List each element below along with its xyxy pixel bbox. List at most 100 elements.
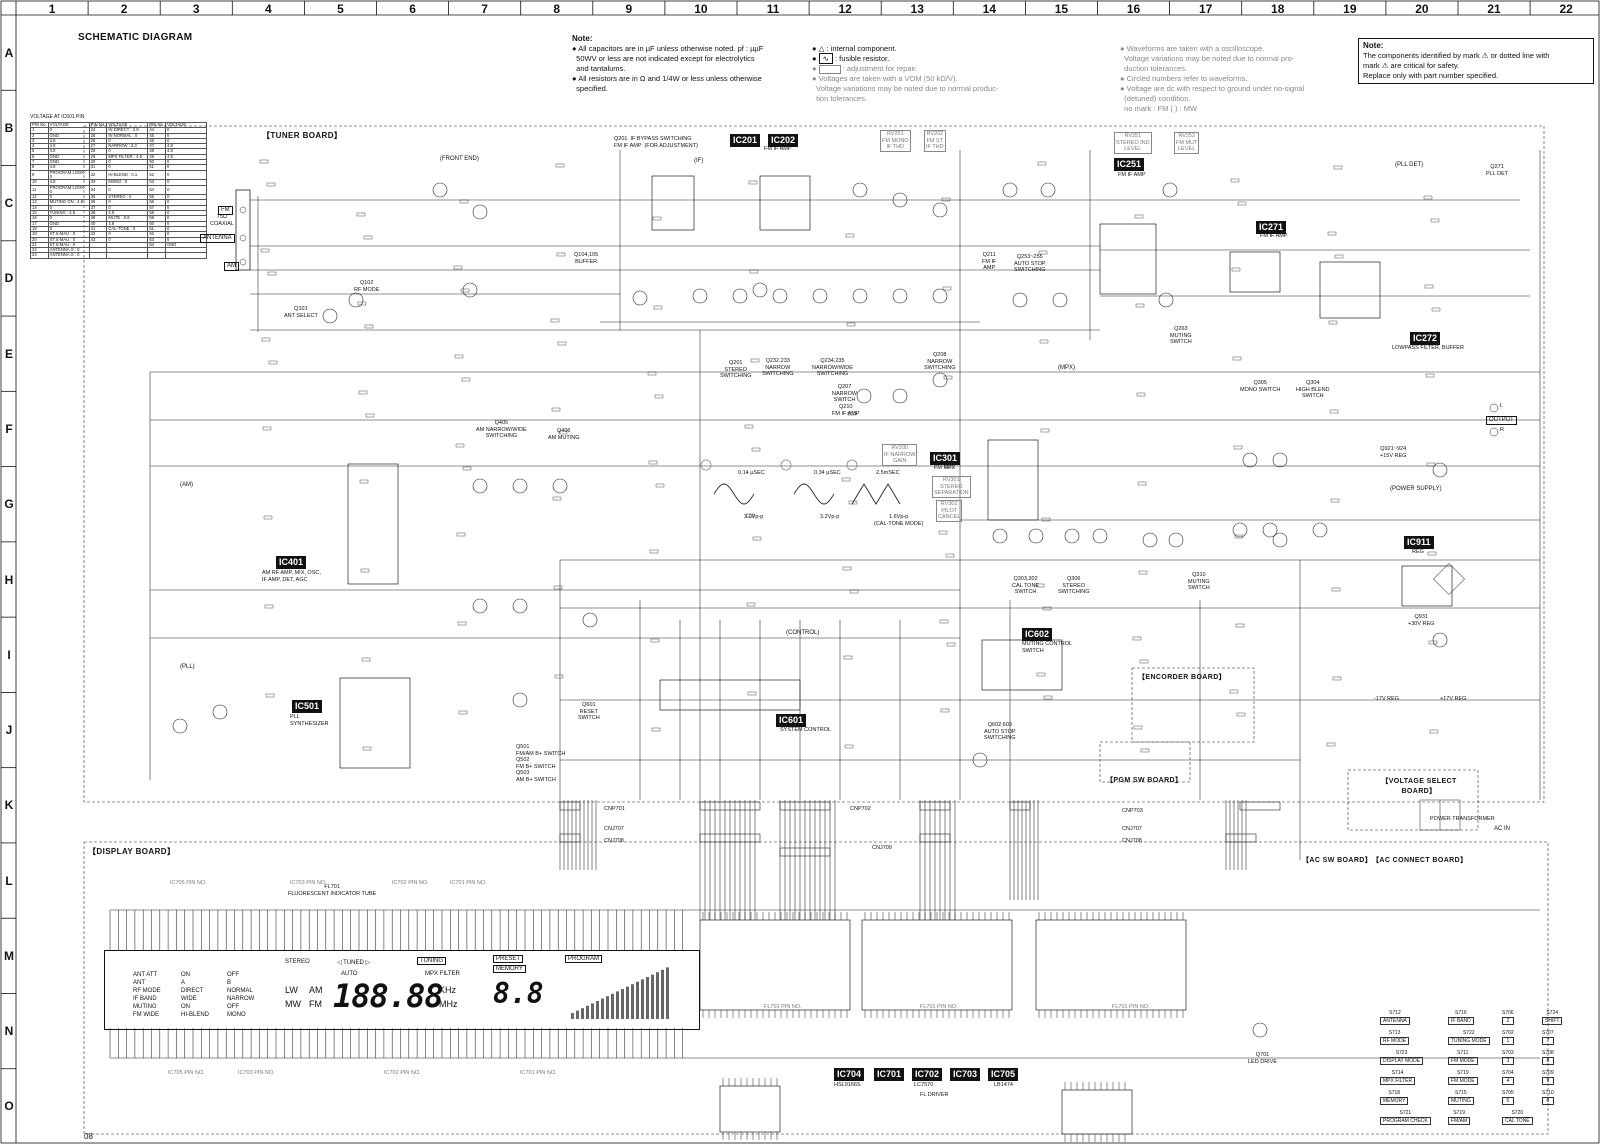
output-label: OUTPUT xyxy=(1486,416,1517,425)
q211-label: Q211 FM IF AMP xyxy=(982,252,997,271)
row-letter-I: I xyxy=(7,647,11,662)
switch-label: IF BAND xyxy=(1448,1017,1474,1025)
note-res: All resistors are in Ω and 1/4W or less … xyxy=(578,74,762,83)
meter-bar xyxy=(661,969,664,1019)
cnp702-label: CNP702 xyxy=(850,806,871,812)
q931-label: Q931 +30V REG xyxy=(1408,614,1435,627)
switch-id: S704 xyxy=(1502,1070,1514,1076)
display-row-text: ANT xyxy=(133,980,145,986)
safety-2: mark ⚠ are critical for safety. xyxy=(1363,61,1460,70)
ic301-label: IC301 xyxy=(930,452,961,465)
column-number-5: 5 xyxy=(337,2,344,16)
ac-sw-board-label: 【AC SW BOARD】 xyxy=(1302,857,1373,864)
switch-id: S714 xyxy=(1391,1070,1404,1076)
ic401-label: IC401 xyxy=(276,556,307,569)
switch-id: S721 xyxy=(1399,1110,1412,1116)
table-cell: MUTE : 6.8 xyxy=(106,215,149,222)
switch-id: S705 xyxy=(1502,1090,1514,1096)
note-wave: Waveforms are taken with a oscilloscope. xyxy=(1126,44,1265,53)
table-cell: CAL-TONE : 0 xyxy=(106,225,149,233)
ant-am-label: AM xyxy=(224,262,239,271)
q305-label: Q305 MONO SWITCH xyxy=(1240,380,1281,393)
column-number-8: 8 xyxy=(553,2,561,16)
encoder-board-label: 【ENCORDER BOARD】 xyxy=(1138,674,1227,681)
table-cell xyxy=(147,252,167,259)
ic601-label: IC601 xyxy=(776,714,807,727)
switch-id: S718 xyxy=(1388,1090,1401,1096)
switch-id: S720 xyxy=(1511,1110,1524,1116)
meter-bar xyxy=(591,1003,594,1019)
note-vom-2: Voltage variations may be noted due to n… xyxy=(816,84,999,93)
safety-head: Note: xyxy=(1363,41,1384,50)
wave3-amp: 1.6Vp-p (CAL-TONE MODE) xyxy=(874,514,924,527)
ic602-label: IC602 xyxy=(1022,628,1053,641)
column-number-7: 7 xyxy=(481,2,488,16)
row-letter-J: J xyxy=(5,723,13,738)
switch-id: S706 xyxy=(1502,1010,1514,1016)
meter-bar xyxy=(601,998,604,1019)
column-number-15: 15 xyxy=(1054,2,1069,16)
q101-label: Q101 ANT SELECT xyxy=(284,306,318,319)
note-dc: Voltage are dc with respect to ground un… xyxy=(1126,84,1305,93)
ic301-desc: FM MPX xyxy=(934,465,956,471)
safety-1: The components identified by mark ⚠ or d… xyxy=(1363,51,1550,60)
switch-label: FM/AM xyxy=(1448,1117,1471,1125)
switch-id: S708 xyxy=(1542,1050,1554,1056)
display-row-text: ANT ATT xyxy=(133,972,158,978)
note-adjust: : adjustment for repair. xyxy=(842,64,918,73)
column-number-1: 1 xyxy=(48,2,56,16)
note-dc-3: no mark : FM ( ) : MW xyxy=(1124,104,1198,113)
table-cell: TUNING : 4.8 xyxy=(47,210,90,217)
column-number-3: 3 xyxy=(192,2,200,16)
m17v-label: -17V REG xyxy=(1374,696,1400,702)
q501-label: Q501 FM/AM B+ SWITCH xyxy=(516,744,566,757)
note-wave-3: duction tolerances. xyxy=(1124,64,1188,73)
cnj707-label-l: CNJ707 xyxy=(604,826,624,832)
row-letter-L: L xyxy=(5,873,13,888)
ic911-desc: REG xyxy=(1412,549,1424,555)
note-head: Note: xyxy=(572,34,593,43)
column-number-19: 19 xyxy=(1343,2,1357,16)
cnj708-label-r: CNJ708 xyxy=(1122,838,1142,844)
switch-label: 8 xyxy=(1542,1057,1554,1065)
page-title: SCHEMATIC DIAGRAM xyxy=(78,32,193,43)
q304-label: Q304 HIGH BLEND SWITCH xyxy=(1296,380,1330,399)
table-cell: 23 xyxy=(30,252,49,259)
switch-label: TUNING MODE xyxy=(1448,1037,1490,1045)
table-cell: IN NORMAL : 0 xyxy=(106,132,149,139)
switch-label: MEMORY xyxy=(1380,1097,1409,1105)
row-letter-M: M xyxy=(4,948,14,963)
column-number-17: 17 xyxy=(1198,2,1213,16)
column-number-4: 4 xyxy=(265,2,272,16)
ic705-pin-top: IC705 PIN NO. xyxy=(170,880,207,886)
ic501-desc: PLL SYNTHESIZER xyxy=(290,714,329,727)
display-row-text: DIRECT xyxy=(181,988,204,994)
ic704-part: HSL9166S xyxy=(834,1082,861,1088)
rv200-label: RV200 IF NARROW GAIN xyxy=(882,444,918,466)
fl701-label: FL701 FLUORESCENT INDICATOR TUBE xyxy=(288,884,377,897)
pll-label: (PLL) xyxy=(180,664,195,670)
table-cell: 0 xyxy=(165,179,208,186)
row-letter-O: O xyxy=(4,1099,14,1114)
display-auto: AUTO xyxy=(341,971,358,977)
table-cell: MPX FILTER : 4.6 xyxy=(106,153,149,161)
ic601-desc: SYSTEM CONTROL xyxy=(780,727,832,733)
q303-label: Q303,302 CAL TONE SWITCH xyxy=(1012,576,1040,595)
display-row-text: NARROW xyxy=(227,996,255,1002)
row-letter-C: C xyxy=(4,196,14,211)
notes-waveforms: ● Waveforms are taken with a oscilloscop… xyxy=(1120,44,1305,113)
row-letter-B: B xyxy=(4,120,14,135)
switch-label: SHIFT xyxy=(1542,1017,1563,1025)
switch-id: S709 xyxy=(1542,1070,1554,1076)
ic911-label: IC911 xyxy=(1404,536,1434,549)
meter-bar xyxy=(666,967,669,1019)
